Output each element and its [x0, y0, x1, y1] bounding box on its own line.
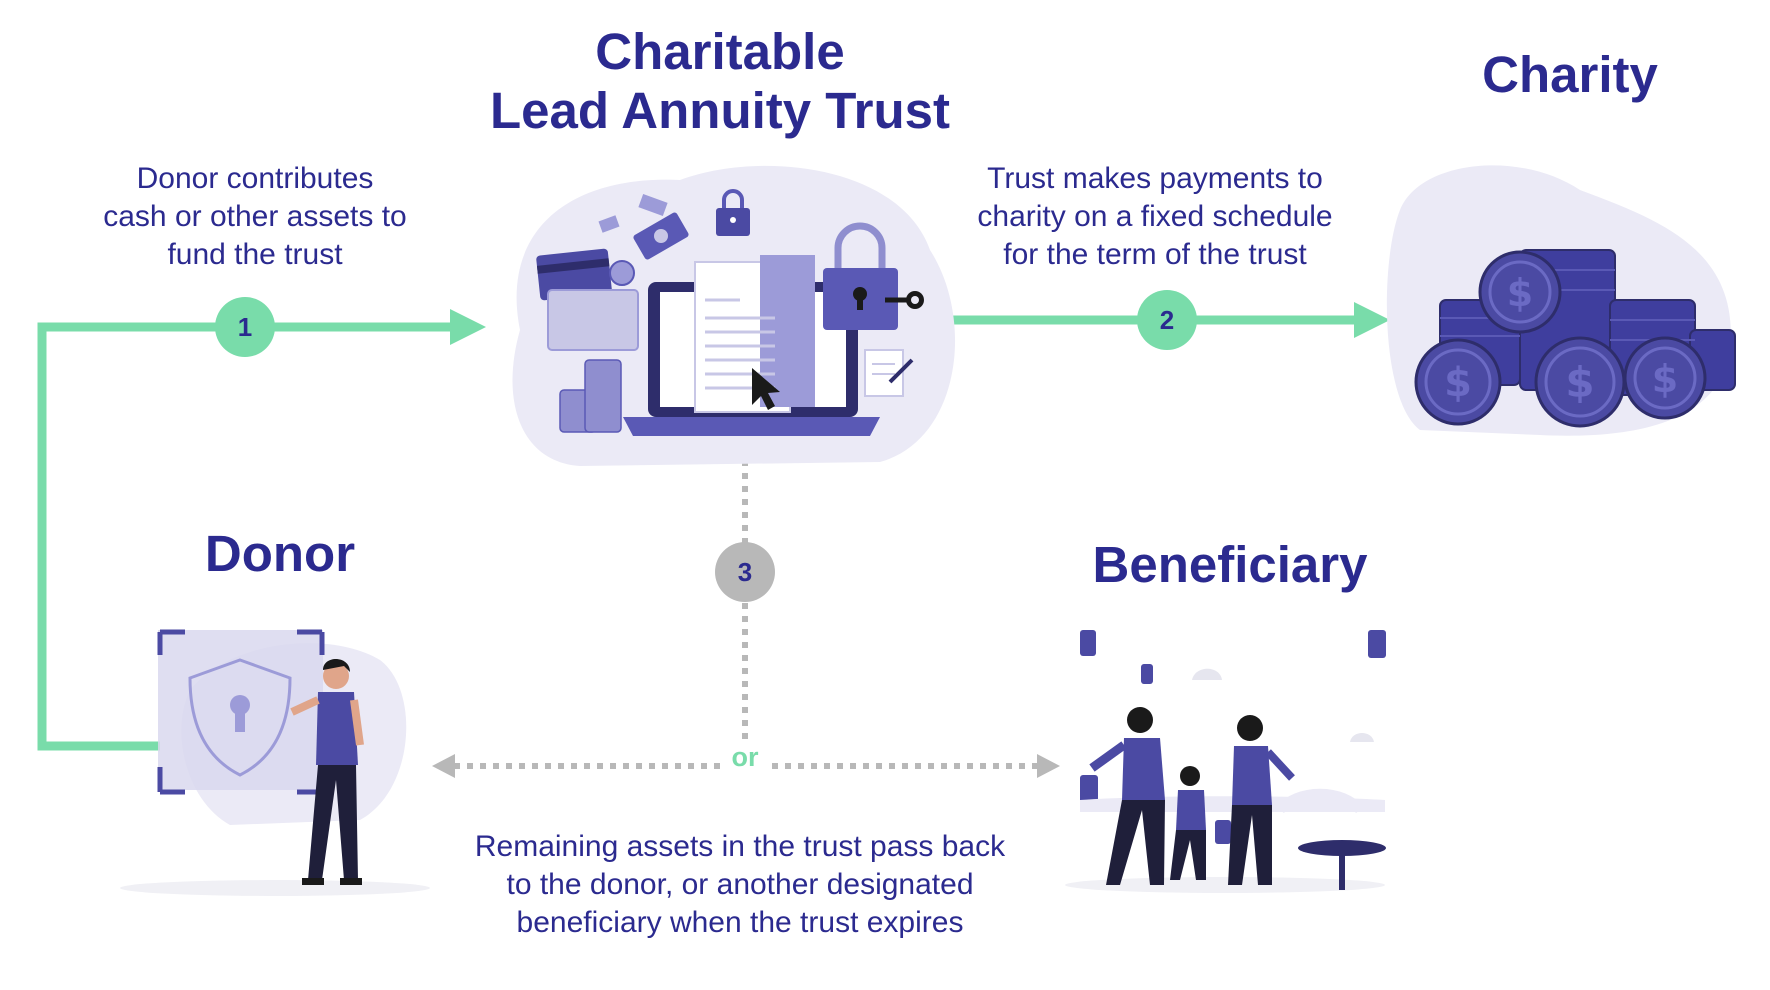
padlock-key-icon	[823, 222, 924, 330]
charity-illustration: $ $ $ $	[1386, 165, 1736, 436]
beneficiary-label: Beneficiary	[1092, 536, 1368, 593]
step-1-badge: 1	[215, 297, 275, 357]
svg-text:$: $	[1652, 357, 1678, 401]
donor-illustration	[120, 629, 430, 896]
arrow-head-2	[1354, 302, 1390, 338]
lantern-icon	[1080, 630, 1386, 844]
dotted-arrow-head-left	[432, 754, 455, 778]
step-1-line: cash or other assets to	[103, 200, 407, 233]
step-1-line: Donor contributes	[136, 162, 374, 195]
step-3-line: Remaining assets in the trust pass back	[474, 830, 1006, 863]
arrow-head-1	[450, 309, 486, 345]
note-pencil-icon	[864, 349, 914, 397]
moon-icon	[1312, 728, 1334, 753]
step-1-line: fund the trust	[167, 238, 343, 271]
laptop-document-icon	[623, 255, 880, 436]
cash-bills-icon	[598, 193, 689, 260]
trust-illustration	[512, 165, 956, 467]
step-1-description: Donor contributes cash or other assets t…	[65, 160, 445, 274]
diagram-title: Charitable Lead Annuity Trust	[440, 22, 1000, 140]
small-padlock-icon	[716, 189, 750, 236]
step-2-line: for the term of the trust	[1003, 238, 1307, 271]
step-3-line: to the donor, or another designated	[506, 868, 974, 901]
svg-text:$: $	[1565, 358, 1594, 407]
credit-card-icon	[536, 248, 639, 351]
donor-label: Donor	[204, 525, 356, 582]
step-3-description: Remaining assets in the trust pass back …	[430, 828, 1050, 942]
dotted-arrow-head-right	[1037, 754, 1060, 778]
coin-stack-icon	[559, 359, 622, 433]
family-icon	[1089, 707, 1295, 885]
title-line-1: Charitable	[595, 23, 845, 80]
dollar-coins-icon: $ $ $ $	[1414, 249, 1736, 428]
person-icon	[290, 658, 364, 885]
title-line-2: Lead Annuity Trust	[490, 82, 950, 139]
svg-text:$: $	[1507, 271, 1533, 315]
step-2-line: charity on a fixed schedule	[977, 200, 1333, 233]
svg-text:$: $	[1444, 360, 1472, 406]
charity-label: Charity	[1482, 46, 1658, 103]
step-2-line: Trust makes payments to	[987, 162, 1323, 195]
step-3-badge: 3	[715, 542, 775, 602]
coin-icon	[609, 260, 635, 286]
step-2-description: Trust makes payments to charity on a fix…	[940, 160, 1370, 274]
or-label: or	[725, 742, 765, 773]
beneficiary-illustration	[1065, 630, 1386, 893]
step-3-line: beneficiary when the trust expires	[516, 906, 964, 939]
step-2-badge: 2	[1137, 290, 1197, 350]
